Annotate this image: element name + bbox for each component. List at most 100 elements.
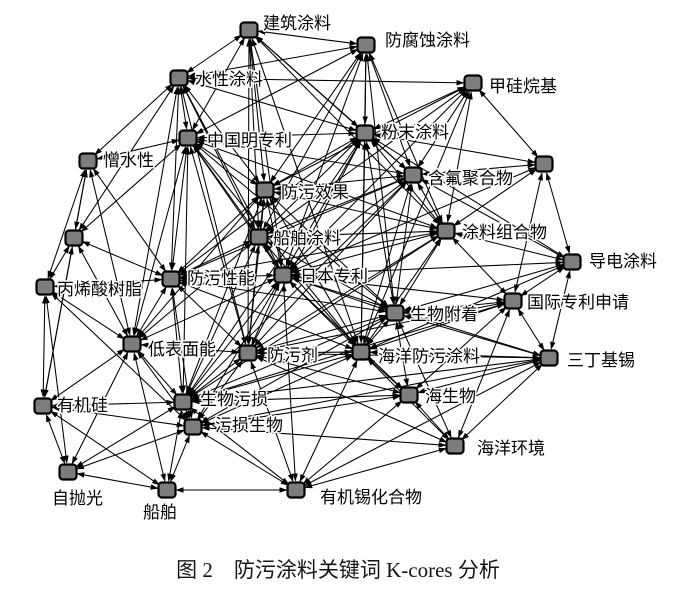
graph-edge — [49, 348, 126, 402]
graph-edge — [47, 169, 86, 279]
label-layer: 建筑涂料防腐蚀涂料水性涂料甲硅烷基中国明专利粉末涂料憎水性含氟聚合物防污效果涂料… — [51, 13, 659, 524]
graph-edge — [44, 295, 69, 464]
graph-edge — [75, 429, 186, 470]
graph-edge — [51, 399, 175, 409]
graph-edge — [182, 85, 256, 230]
graph-node-china-ming-patent — [178, 129, 198, 147]
graph-edge — [478, 89, 539, 158]
node-label-biofouling: 生物污损 — [200, 390, 268, 409]
graph-node-organotin-compound — [286, 481, 306, 499]
graph-node-antifouling-performance — [161, 270, 181, 288]
node-label-antifouling-performance: 防污性能 — [187, 269, 255, 288]
graph-edge — [257, 29, 358, 46]
graph-node-silyl-group — [463, 74, 483, 92]
graph-edge — [75, 406, 176, 468]
graph-edge — [170, 146, 189, 271]
node-label-japan-patent: 日本专利 — [300, 267, 368, 286]
graph-node-self-polishing — [58, 463, 78, 481]
graph-edge — [545, 172, 571, 254]
node-label-antifouling-agent: 防污剂 — [267, 346, 318, 365]
graph-node-bio-adhesion — [385, 304, 405, 322]
figure-caption: 图 2 防污涂料关键词 K-cores 分析 — [176, 558, 500, 582]
graph-node-antifouling-effect — [255, 181, 275, 199]
graph-edge — [247, 38, 267, 182]
graph-edge — [133, 352, 166, 482]
graph-edge — [178, 281, 354, 350]
graph-edge — [185, 197, 263, 395]
node-label-marine-antifouling: 海洋防污涂料 — [378, 347, 480, 366]
graph-edge — [303, 361, 542, 487]
graph-node-marine-antifouling — [351, 343, 371, 361]
graph-edge — [417, 182, 442, 224]
node-label-conductive-coatings: 导电涂料 — [589, 252, 657, 271]
graph-node-anticorrosion-coatings — [356, 36, 376, 54]
node-label-china-ming-patent: 中国明专利 — [207, 131, 292, 150]
graph-node-building-coatings — [239, 21, 259, 39]
node-label-antifouling-effect: 防污效果 — [281, 183, 349, 202]
graph-node-biofouling — [173, 393, 193, 411]
node-label-low-surface-energy: 低表面能 — [148, 340, 216, 359]
graph-edge — [458, 308, 510, 439]
node-label-marine-organisms: 海生物 — [425, 387, 476, 406]
node-label-self-polishing: 自抛光 — [52, 489, 103, 508]
graph-edge — [81, 241, 164, 276]
graph-edge — [180, 86, 247, 345]
graph-edge — [304, 447, 447, 489]
node-label-bio-adhesion: 生物附着 — [410, 305, 478, 324]
graph-edge — [76, 472, 159, 490]
graph-edge — [40, 295, 48, 398]
node-layer — [33, 21, 582, 499]
node-label-organosilicon: 有机硅 — [57, 396, 108, 415]
node-label-anticorrosion-coatings: 防腐蚀涂料 — [385, 31, 470, 50]
graph-node-waterborne-coatings — [169, 69, 189, 87]
node-label-acrylic-resin: 丙烯酸树脂 — [57, 280, 142, 299]
graph-edge — [52, 291, 125, 340]
graph-node-fluoropolymer — [403, 166, 423, 184]
graph-node-unlabeled-right — [534, 155, 554, 173]
graph-node-coating-composition — [436, 222, 456, 240]
graph-edge — [189, 407, 290, 485]
node-label-hydrophobicity: 憎水性 — [103, 151, 154, 170]
graph-edge — [139, 278, 276, 341]
graph-node-japan-patent — [273, 266, 293, 284]
graph-edge — [178, 86, 189, 130]
graph-edge — [133, 146, 187, 336]
edge-layer — [40, 29, 571, 493]
graph-edge — [299, 359, 358, 483]
graph-edge — [186, 34, 242, 74]
graph-node-intl-patent-application — [503, 292, 523, 310]
graph-node-marine-organisms — [399, 386, 419, 404]
node-label-tributyltin: 三丁基锡 — [567, 351, 635, 370]
node-label-silyl-group: 甲硅烷基 — [489, 77, 557, 96]
graph-edge — [446, 91, 473, 223]
node-label-powder-coatings: 粉末涂料 — [381, 123, 449, 142]
graph-node-tributyltin — [539, 349, 559, 367]
graph-node-ship-coatings — [249, 228, 269, 246]
node-label-organotin-compound: 有机锡化合物 — [320, 488, 422, 507]
graph-edge — [517, 308, 545, 351]
graph-edge — [420, 179, 565, 258]
graph-node-powder-coatings — [355, 124, 375, 142]
graph-node-fouling-organisms — [183, 418, 203, 436]
graph-node-organosilicon — [33, 397, 53, 415]
graph-edge — [184, 409, 192, 420]
graph-edge — [92, 167, 167, 273]
graph-node-unlabeled-left — [64, 229, 84, 247]
graph-node-acrylic-resin — [35, 278, 55, 296]
node-label-ship: 船舶 — [143, 503, 177, 522]
node-label-marine-environment: 海洋环境 — [477, 439, 545, 458]
node-label-intl-patent-application: 国际专利申请 — [527, 293, 629, 312]
graph-edge — [251, 282, 280, 346]
graph-edge — [167, 410, 183, 482]
node-label-waterborne-coatings: 水性涂料 — [195, 70, 263, 89]
graph-node-conductive-coatings — [562, 253, 582, 271]
graph-edge — [451, 237, 508, 295]
node-label-ship-coatings: 船舶涂料 — [273, 229, 341, 248]
graph-node-ship — [157, 481, 177, 499]
node-label-coating-composition: 涂料组合物 — [462, 223, 547, 242]
graph-node-low-surface-energy — [122, 335, 142, 353]
graph-edge — [289, 280, 403, 390]
graph-node-marine-environment — [445, 437, 465, 455]
